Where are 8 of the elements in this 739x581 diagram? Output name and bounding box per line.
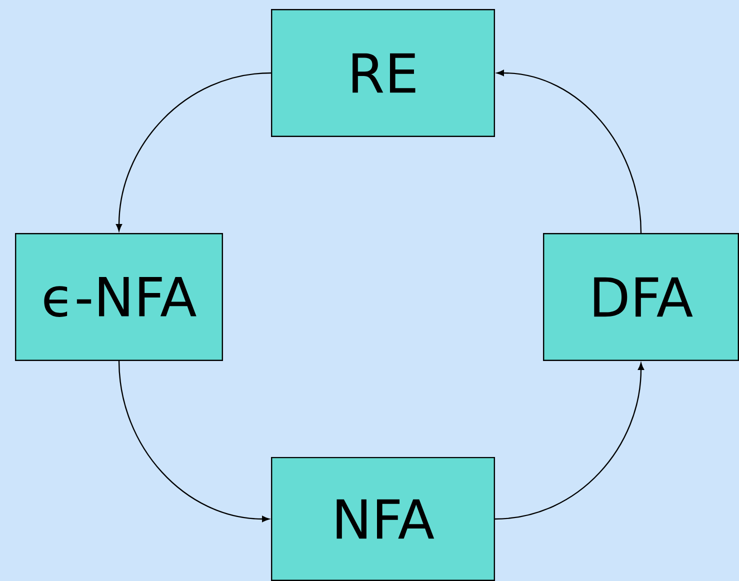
state-box: DFA xyxy=(543,233,739,361)
arrow xyxy=(494,362,644,520)
state-box: ϵ-NFA xyxy=(15,233,223,361)
arrow xyxy=(496,70,642,234)
arrow xyxy=(118,360,270,522)
arrow xyxy=(116,72,272,232)
state-box: RE xyxy=(271,9,495,137)
state-box: NFA xyxy=(271,456,495,581)
